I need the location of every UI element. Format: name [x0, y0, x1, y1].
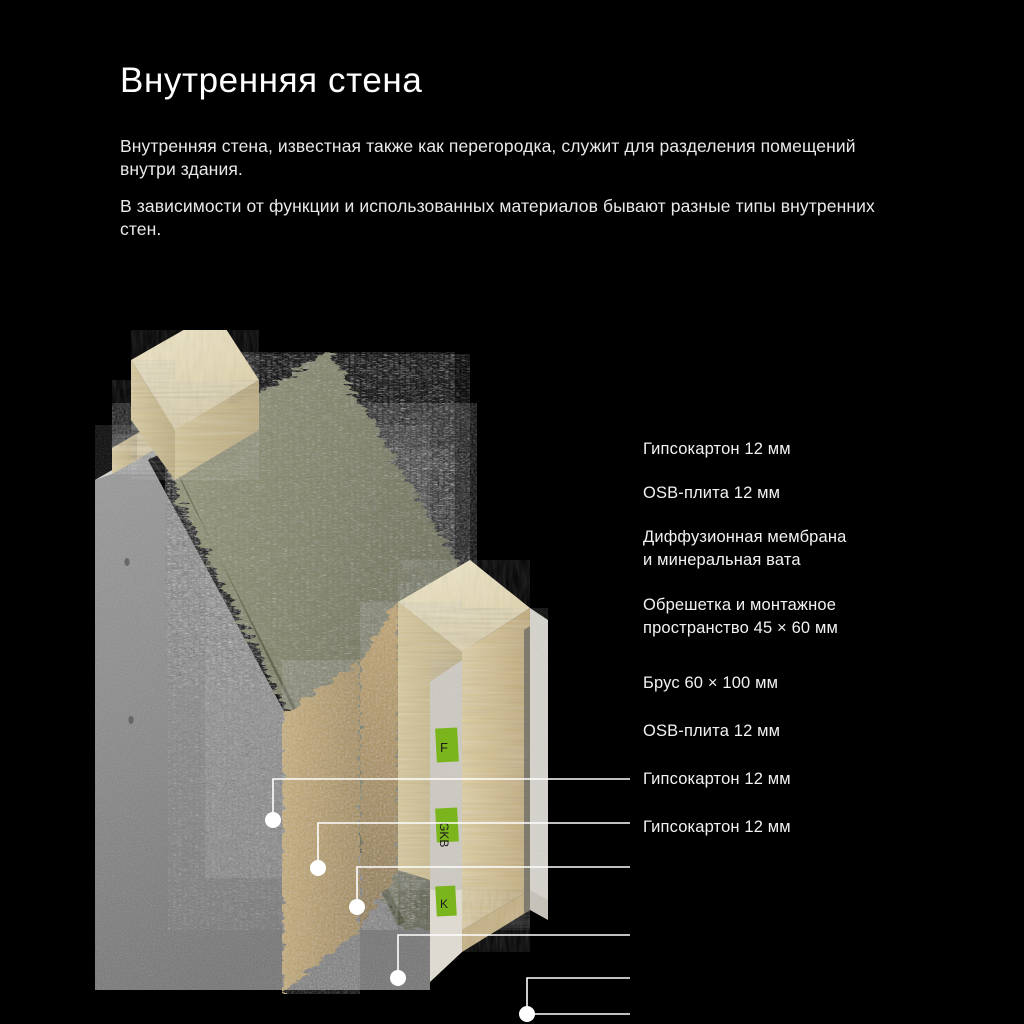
page-title: Внутренняя стена — [120, 61, 423, 100]
callout-label-batten-cavity-line2: пространство 45 × 60 мм — [643, 619, 838, 638]
osb-board-front — [282, 602, 398, 994]
callout-label-gypsum-bottom-1: Гипсокартон 12 мм — [643, 770, 791, 788]
callout-label-membrane-wool-line2: и минеральная вата — [643, 551, 801, 570]
callout-label-membrane-wool-line1: Диффузионная мембрана — [643, 528, 847, 546]
svg-text:K: K — [440, 897, 448, 911]
header-block: Внутренняя стена Внутренняя стена, извес… — [120, 61, 910, 259]
svg-text:GKB: GKB — [437, 822, 451, 847]
callout-label-group: Гипсокартон 12 мм OSB-плита 12 мм Диффуз… — [0, 330, 1024, 1024]
top-beam-brus — [131, 330, 259, 480]
intro-paragraph-1: Внутренняя стена, известная также как пе… — [120, 135, 856, 179]
callout-label-gypsum-bottom-2: Гипсокартон 12 мм — [643, 818, 791, 836]
callout-label-osb-top: OSB-плита 12 мм — [643, 484, 781, 502]
intro-paragraphs: Внутренняя стена, известная также как пе… — [120, 135, 910, 241]
callout-label-membrane-wool: Диффузионная мембрана и минеральная вата — [643, 526, 846, 573]
intro-paragraph-2: В зависимости от функции и использованны… — [120, 195, 875, 239]
gypsum-layers-right: F GKB K — [430, 608, 548, 982]
wall-cutaway-illustration: F GKB K — [0, 330, 1024, 1024]
callout-label-osb-bottom: OSB-плита 12 мм — [643, 722, 781, 740]
callout-label-gypsum-top: Гипсокартон 12 мм — [643, 440, 791, 458]
callout-label-batten-cavity: Обрешетка и монтажное пространство 45 × … — [643, 594, 838, 641]
svg-text:F: F — [440, 740, 448, 755]
callout-dots — [265, 812, 535, 1022]
callout-label-batten-cavity-line1: Обрешетка и монтажное — [643, 596, 837, 614]
wall-cutaway-svg: F GKB K — [95, 330, 630, 1022]
green-print-marks: F GKB K — [435, 727, 459, 917]
callout-label-beam: Брус 60 × 100 мм — [643, 674, 779, 692]
callout-leader-lines — [272, 778, 630, 1015]
